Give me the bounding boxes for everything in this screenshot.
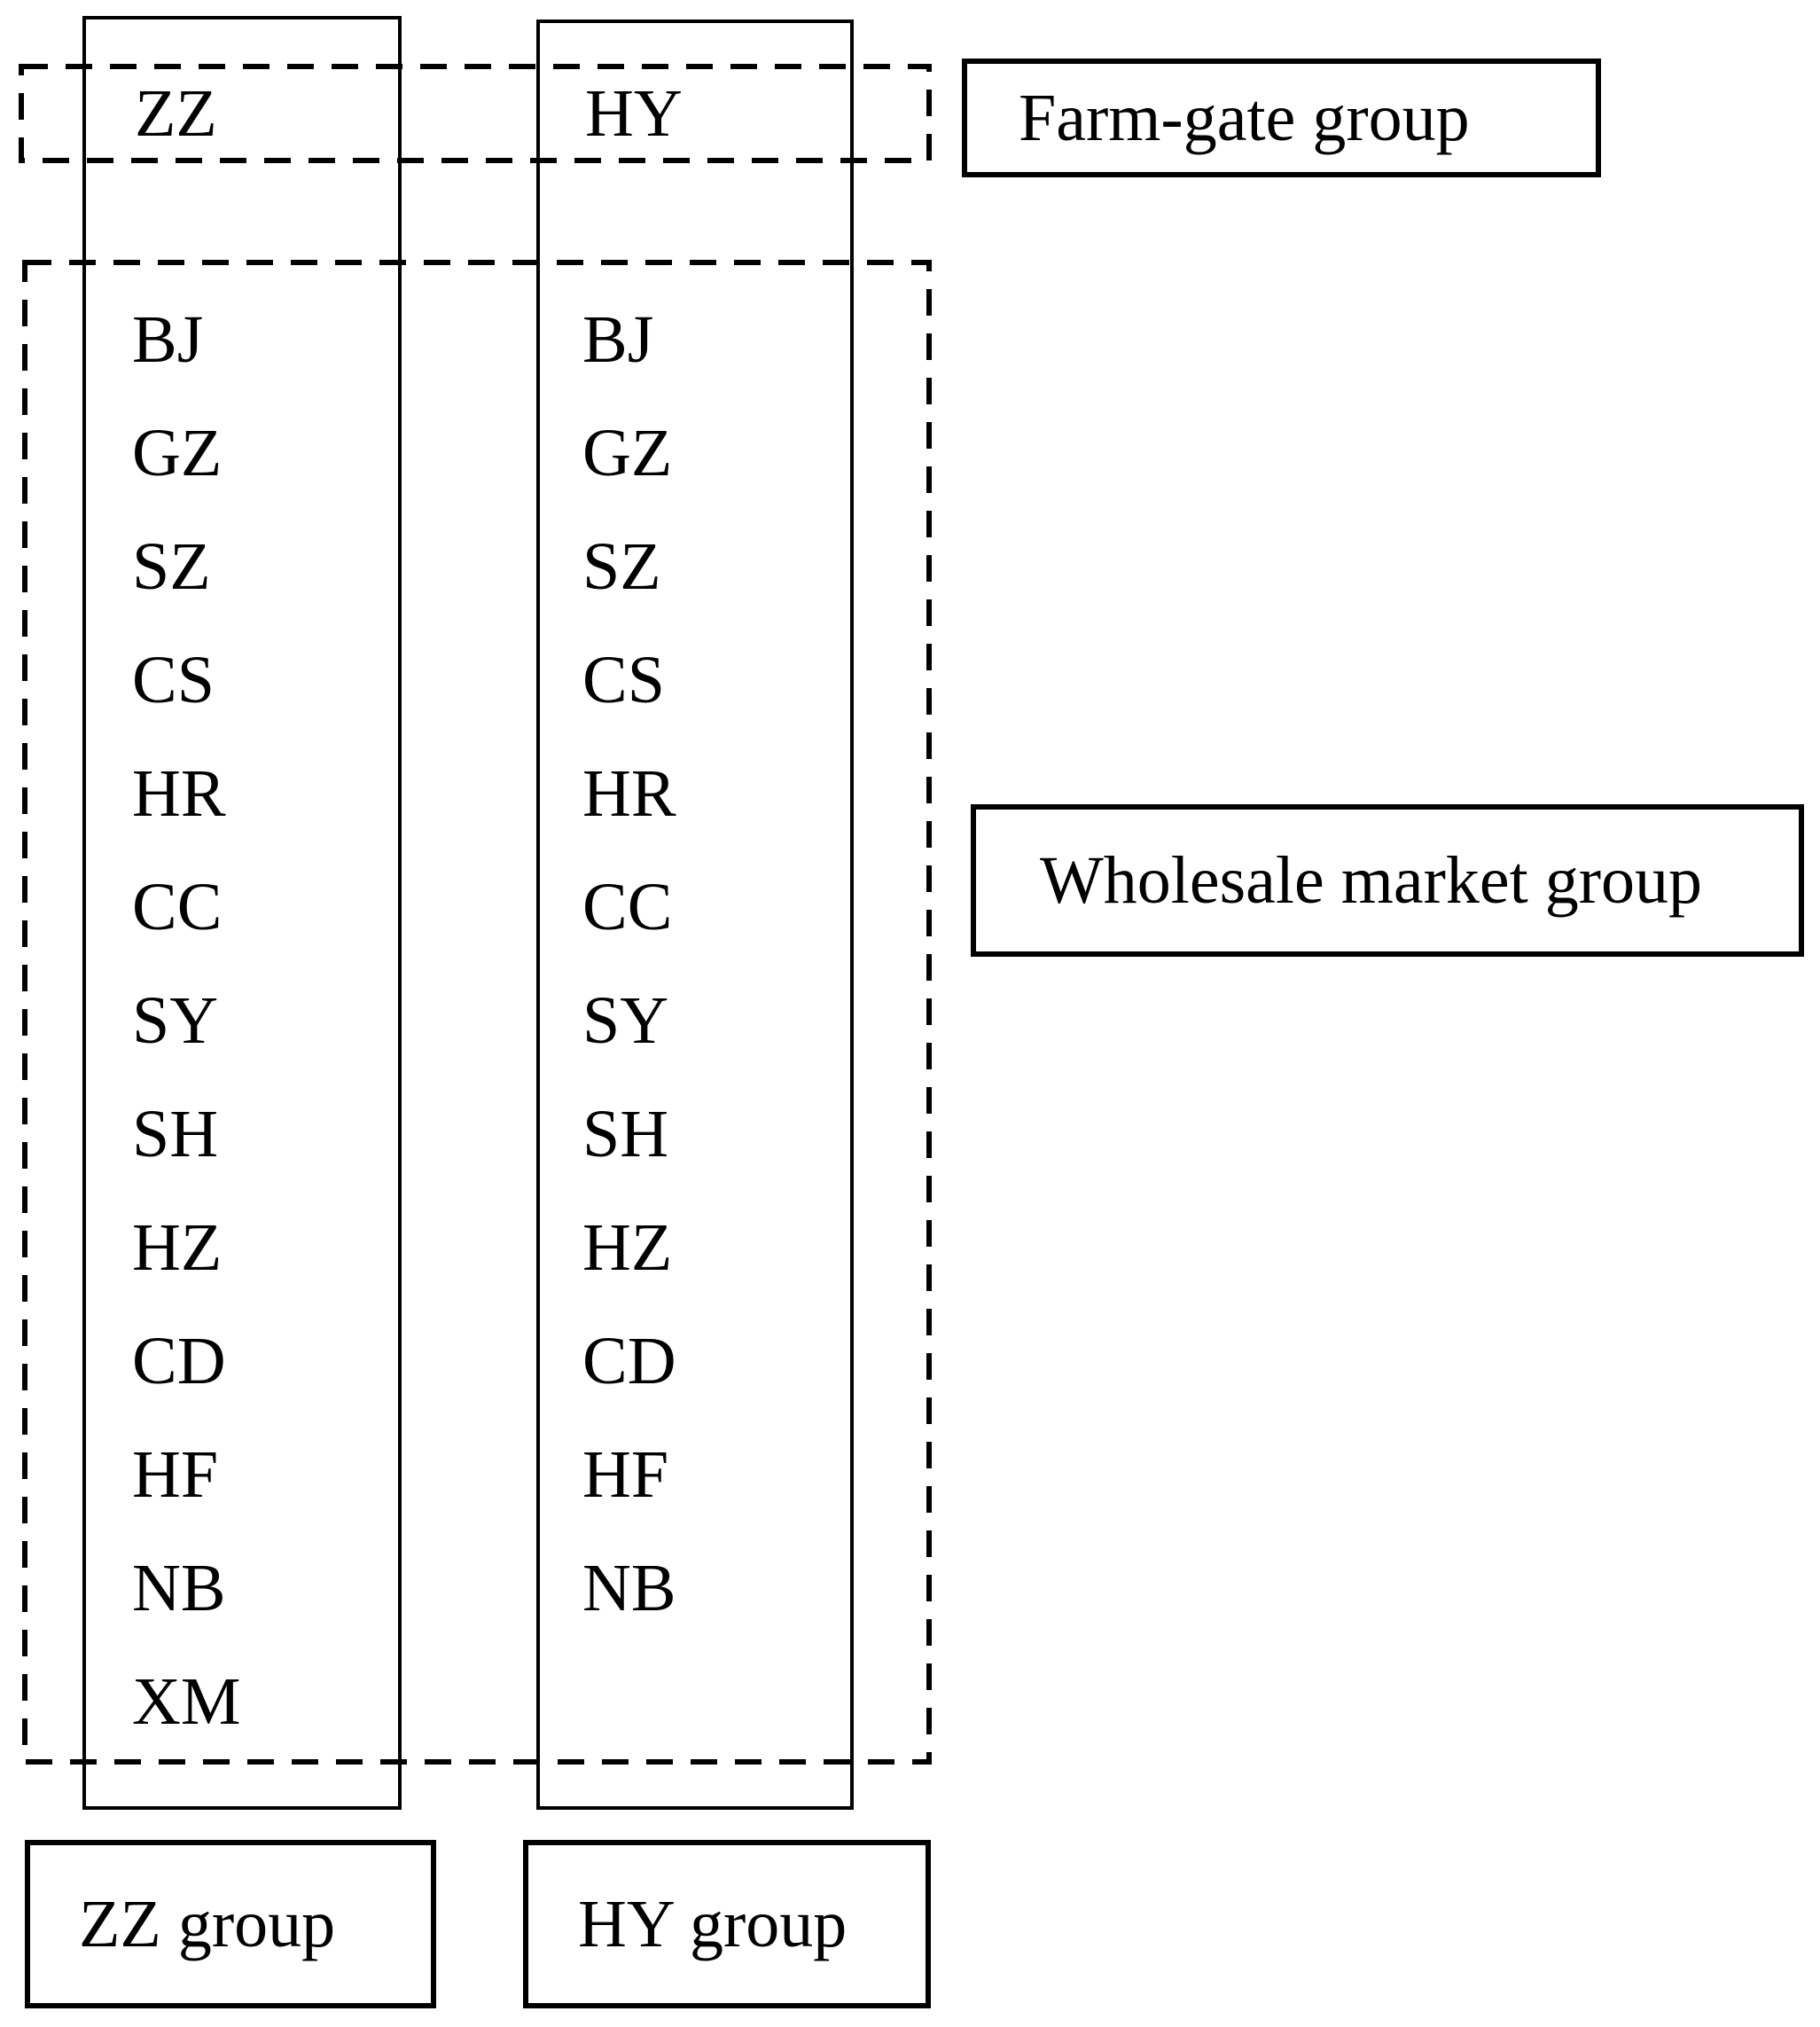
farm-gate-group-label-box: Farm-gate group <box>962 59 1601 177</box>
market-code: NB <box>132 1551 226 1625</box>
market-code: CC <box>132 870 223 944</box>
market-code: HF <box>132 1437 219 1512</box>
hy-column-code-list: BJ GZ SZ CS HR CC SY SH HZ CD HF NB <box>582 283 676 1645</box>
zz-column-box <box>82 16 402 1810</box>
market-code: HR <box>132 756 226 831</box>
zz-column-code-list: BJ GZ SZ CS HR CC SY SH HZ CD HF NB XM <box>132 283 240 1758</box>
wholesale-market-group-label-box: Wholesale market group <box>971 804 1804 957</box>
hy-group-label-box: HY group <box>523 1840 931 2008</box>
wholesale-market-group-label: Wholesale market group <box>1040 842 1703 918</box>
market-code: XM <box>132 1664 241 1739</box>
farm-gate-dashed-region <box>19 64 932 163</box>
market-code: NB <box>582 1551 676 1625</box>
market-code: GZ <box>132 416 223 490</box>
market-code: CS <box>132 643 215 717</box>
zz-column-header: ZZ <box>135 76 217 151</box>
market-code: SZ <box>132 529 211 604</box>
zz-group-label-box: ZZ group <box>25 1840 436 2008</box>
market-code: SZ <box>582 529 661 604</box>
market-code: HR <box>582 756 676 831</box>
hy-group-label: HY group <box>578 1886 848 1961</box>
market-code: HF <box>582 1437 669 1512</box>
zz-group-label: ZZ group <box>79 1886 336 1961</box>
market-code: CC <box>582 870 673 944</box>
market-code: SH <box>132 1097 219 1171</box>
hy-column-header: HY <box>585 76 683 151</box>
farm-gate-group-label: Farm-gate group <box>1019 80 1470 155</box>
market-code: SY <box>582 983 669 1058</box>
market-code: CD <box>582 1324 676 1398</box>
market-code: CS <box>582 643 665 717</box>
market-code: GZ <box>582 416 673 490</box>
market-code: SH <box>582 1097 669 1171</box>
market-code: HZ <box>582 1210 673 1285</box>
market-code: CD <box>132 1324 226 1398</box>
wholesale-dashed-region <box>22 260 932 1765</box>
market-code: HZ <box>132 1210 223 1285</box>
market-code: SY <box>132 983 219 1058</box>
market-code: BJ <box>132 302 204 377</box>
hy-column-box <box>536 20 854 1810</box>
market-code: BJ <box>582 302 654 377</box>
